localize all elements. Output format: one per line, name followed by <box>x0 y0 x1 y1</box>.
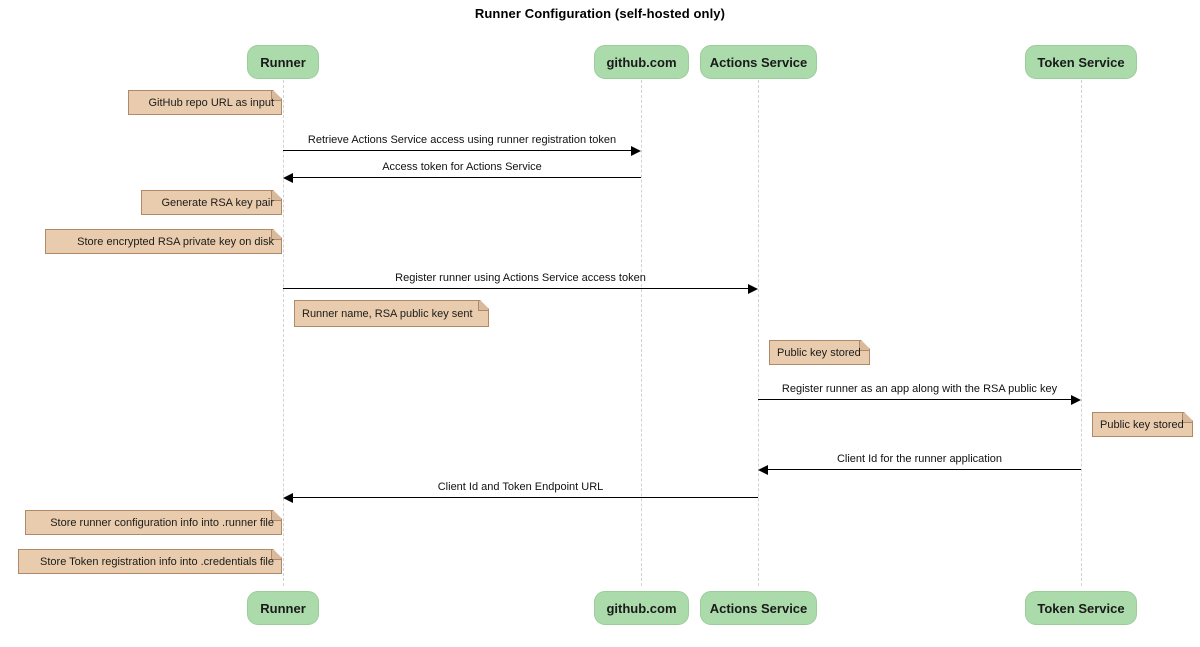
message-label-access-token: Access token for Actions Service <box>382 161 542 173</box>
participant-label: Actions Service <box>709 54 808 70</box>
note-text: GitHub repo URL as input <box>148 96 274 109</box>
message-label-register-app: Register runner as an app along with the… <box>781 383 1058 395</box>
message-line-access-token <box>293 177 641 178</box>
note-text: Public key stored <box>777 346 861 359</box>
note-generate-rsa: Generate RSA key pair <box>141 190 282 215</box>
message-label-retrieve-access: Retrieve Actions Service access using ru… <box>307 134 617 146</box>
note-public-key-stored-token: Public key stored <box>1092 412 1193 437</box>
note-text: Public key stored <box>1100 418 1184 431</box>
arrowhead-right-icon <box>631 145 641 156</box>
message-line-register-app <box>758 399 1071 400</box>
page-title: Runner Configuration (self-hosted only) <box>474 6 726 21</box>
participant-actions-top[interactable]: Actions Service <box>700 45 817 79</box>
note-fold-icon <box>271 91 281 101</box>
note-store-private-key: Store encrypted RSA private key on disk <box>45 229 282 254</box>
lifeline-github <box>641 80 642 586</box>
arrowhead-right-icon <box>748 283 758 294</box>
participant-label: Runner <box>260 600 306 616</box>
note-text: Store encrypted RSA private key on disk <box>77 235 274 248</box>
note-fold-icon <box>478 301 488 311</box>
message-label-register-runner: Register runner using Actions Service ac… <box>395 272 646 284</box>
note-fold-icon <box>271 191 281 201</box>
participant-github-bottom[interactable]: github.com <box>594 591 689 625</box>
participant-token-bottom[interactable]: Token Service <box>1025 591 1137 625</box>
note-text: Runner name, RSA public key sent <box>302 307 473 320</box>
arrowhead-left-icon <box>283 172 293 183</box>
participant-label: github.com <box>606 600 677 616</box>
note-text: Store runner configuration info into .ru… <box>50 516 274 529</box>
note-repo-url: GitHub repo URL as input <box>128 90 282 115</box>
message-label-client-id-endpoint: Client Id and Token Endpoint URL <box>437 481 604 493</box>
message-line-register-runner <box>283 288 748 289</box>
lifeline-token <box>1081 80 1082 586</box>
message-line-retrieve-access <box>283 150 631 151</box>
participant-github-top[interactable]: github.com <box>594 45 689 79</box>
participant-label: Token Service <box>1037 54 1125 70</box>
note-store-runner-config: Store runner configuration info into .ru… <box>25 510 282 535</box>
participant-runner-top[interactable]: Runner <box>247 45 319 79</box>
note-fold-icon <box>271 550 281 560</box>
message-line-client-id <box>768 469 1081 470</box>
note-store-token-registration: Store Token registration info into .cred… <box>18 549 282 574</box>
note-fold-icon <box>271 230 281 240</box>
lifeline-actions <box>758 80 759 586</box>
arrowhead-left-icon <box>283 492 293 503</box>
message-line-client-id-endpoint <box>293 497 758 498</box>
arrowhead-left-icon <box>758 464 768 475</box>
note-fold-icon <box>1182 413 1192 423</box>
note-text: Generate RSA key pair <box>161 196 274 209</box>
message-label-client-id: Client Id for the runner application <box>836 453 1003 465</box>
participant-label: Actions Service <box>709 600 808 616</box>
participant-label: github.com <box>606 54 677 70</box>
participant-actions-bottom[interactable]: Actions Service <box>700 591 817 625</box>
participant-token-top[interactable]: Token Service <box>1025 45 1137 79</box>
participant-label: Token Service <box>1037 600 1125 616</box>
participant-label: Runner <box>260 54 306 70</box>
note-public-key-stored-actions: Public key stored <box>769 340 870 365</box>
note-fold-icon <box>859 341 869 351</box>
note-runner-name: Runner name, RSA public key sent <box>294 300 489 327</box>
note-fold-icon <box>271 511 281 521</box>
lifeline-runner <box>283 80 284 586</box>
arrowhead-right-icon <box>1071 394 1081 405</box>
note-text: Store Token registration info into .cred… <box>40 555 274 568</box>
participant-runner-bottom[interactable]: Runner <box>247 591 319 625</box>
